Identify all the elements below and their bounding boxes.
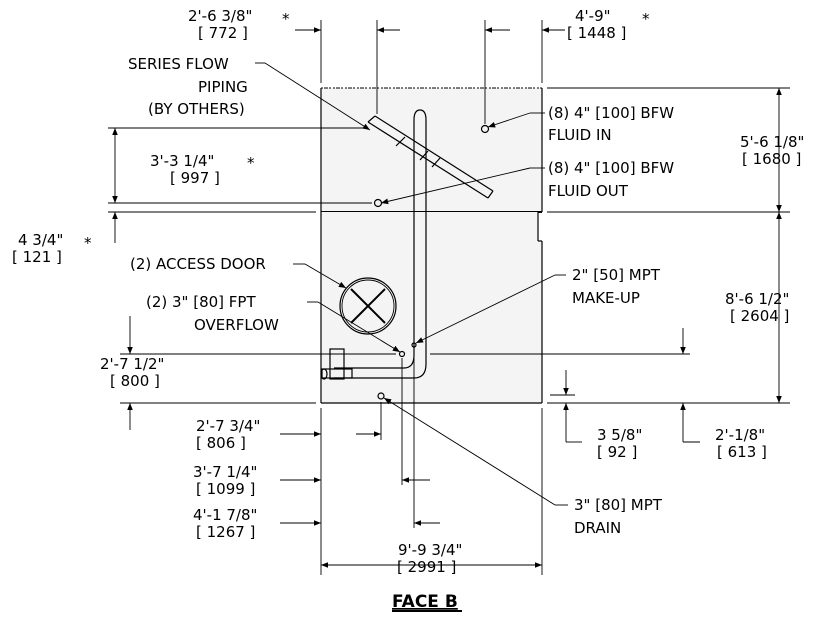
dim-left-4-metric: [ 121 ] xyxy=(12,248,62,266)
callout-series-2: PIPING xyxy=(198,78,248,96)
callout-fluid-in-2: FLUID IN xyxy=(548,126,612,144)
dim-left-5-metric: [ 800 ] xyxy=(110,372,160,390)
callout-overflow-1: (2) 3" [80] FPT xyxy=(146,293,256,311)
callout-series-3: (BY OTHERS) xyxy=(148,100,245,118)
dimension-lines xyxy=(108,20,790,575)
dim-right-7: 8'-6 1/2" xyxy=(725,290,789,308)
dim-bottom-10: 2'-7 3/4" xyxy=(196,417,260,435)
callout-drain-1: 3" [80] MPT xyxy=(574,496,663,514)
dim-right-9-metric: [ 613 ] xyxy=(717,443,767,461)
dim-top-2-star: * xyxy=(642,10,650,28)
dim-right-6-metric: [ 1680 ] xyxy=(742,150,801,168)
dim-top-1-star: * xyxy=(282,10,290,28)
dim-right-8: 3 5/8" xyxy=(597,426,642,444)
callout-drain-2: DRAIN xyxy=(574,519,621,537)
dim-top-2-metric: [ 1448 ] xyxy=(567,24,626,42)
callout-fluid-out-2: FLUID OUT xyxy=(548,182,629,200)
dim-right-9: 2'-1/8" xyxy=(715,426,765,444)
dim-right-7-metric: [ 2604 ] xyxy=(730,307,789,325)
dim-left-3-metric: [ 997 ] xyxy=(170,169,220,187)
dim-bottom-10-metric: [ 806 ] xyxy=(196,434,246,452)
callout-overflow-2: OVERFLOW xyxy=(194,316,279,334)
bottom-fitting xyxy=(320,348,353,380)
dim-left-4: 4 3/4" xyxy=(18,231,63,249)
callout-makeup-1: 2" [50] MPT xyxy=(572,266,661,284)
callout-makeup-2: MAKE-UP xyxy=(572,289,640,307)
drain-connection xyxy=(377,392,385,400)
callout-fluid-out-1: (8) 4" [100] BFW xyxy=(548,159,674,177)
overflow-connection xyxy=(398,350,406,358)
dim-bottom-12: 4'-1 7/8" xyxy=(193,506,257,524)
dim-bottom-11: 3'-7 1/4" xyxy=(193,463,257,481)
dim-bottom-11-metric: [ 1099 ] xyxy=(196,480,255,498)
callout-series-1: SERIES FLOW xyxy=(128,55,229,73)
fluid-in-connection xyxy=(480,124,490,134)
dim-left-5: 2'-7 1/2" xyxy=(100,355,164,373)
dim-left-3-star: * xyxy=(247,154,255,172)
dimension-text: 2'-6 3/8" [ 772 ] * 4'-9" [ 1448 ] * 3'-… xyxy=(12,7,804,576)
dim-left-3: 3'-3 1/4" xyxy=(150,152,214,170)
dim-top-1: 2'-6 3/8" xyxy=(188,7,252,25)
lower-section xyxy=(320,212,543,404)
callout-fluid-in-1: (8) 4" [100] BFW xyxy=(548,104,674,122)
makeup-connection xyxy=(411,342,417,348)
leader-lines xyxy=(255,62,568,506)
dim-bottom-12-metric: [ 1267 ] xyxy=(196,523,255,541)
face-title: FACE B xyxy=(392,592,458,612)
dim-bottom-13-metric: [ 2991 ] xyxy=(397,558,456,576)
callout-text: SERIES FLOW PIPING (BY OTHERS) (8) 4" [1… xyxy=(128,55,674,537)
callout-access-door: (2) ACCESS DOOR xyxy=(130,255,266,273)
series-flow-piping xyxy=(367,115,494,199)
dim-left-4-star: * xyxy=(84,234,92,252)
upper-section xyxy=(320,87,543,213)
access-door xyxy=(339,277,397,335)
dim-top-1-metric: [ 772 ] xyxy=(198,24,248,42)
dim-bottom-13: 9'-9 3/4" xyxy=(398,541,462,559)
dim-right-6: 5'-6 1/8" xyxy=(740,133,804,151)
dim-top-2: 4'-9" xyxy=(575,7,611,25)
dim-right-8-metric: [ 92 ] xyxy=(597,443,637,461)
unit-outline xyxy=(320,87,543,404)
